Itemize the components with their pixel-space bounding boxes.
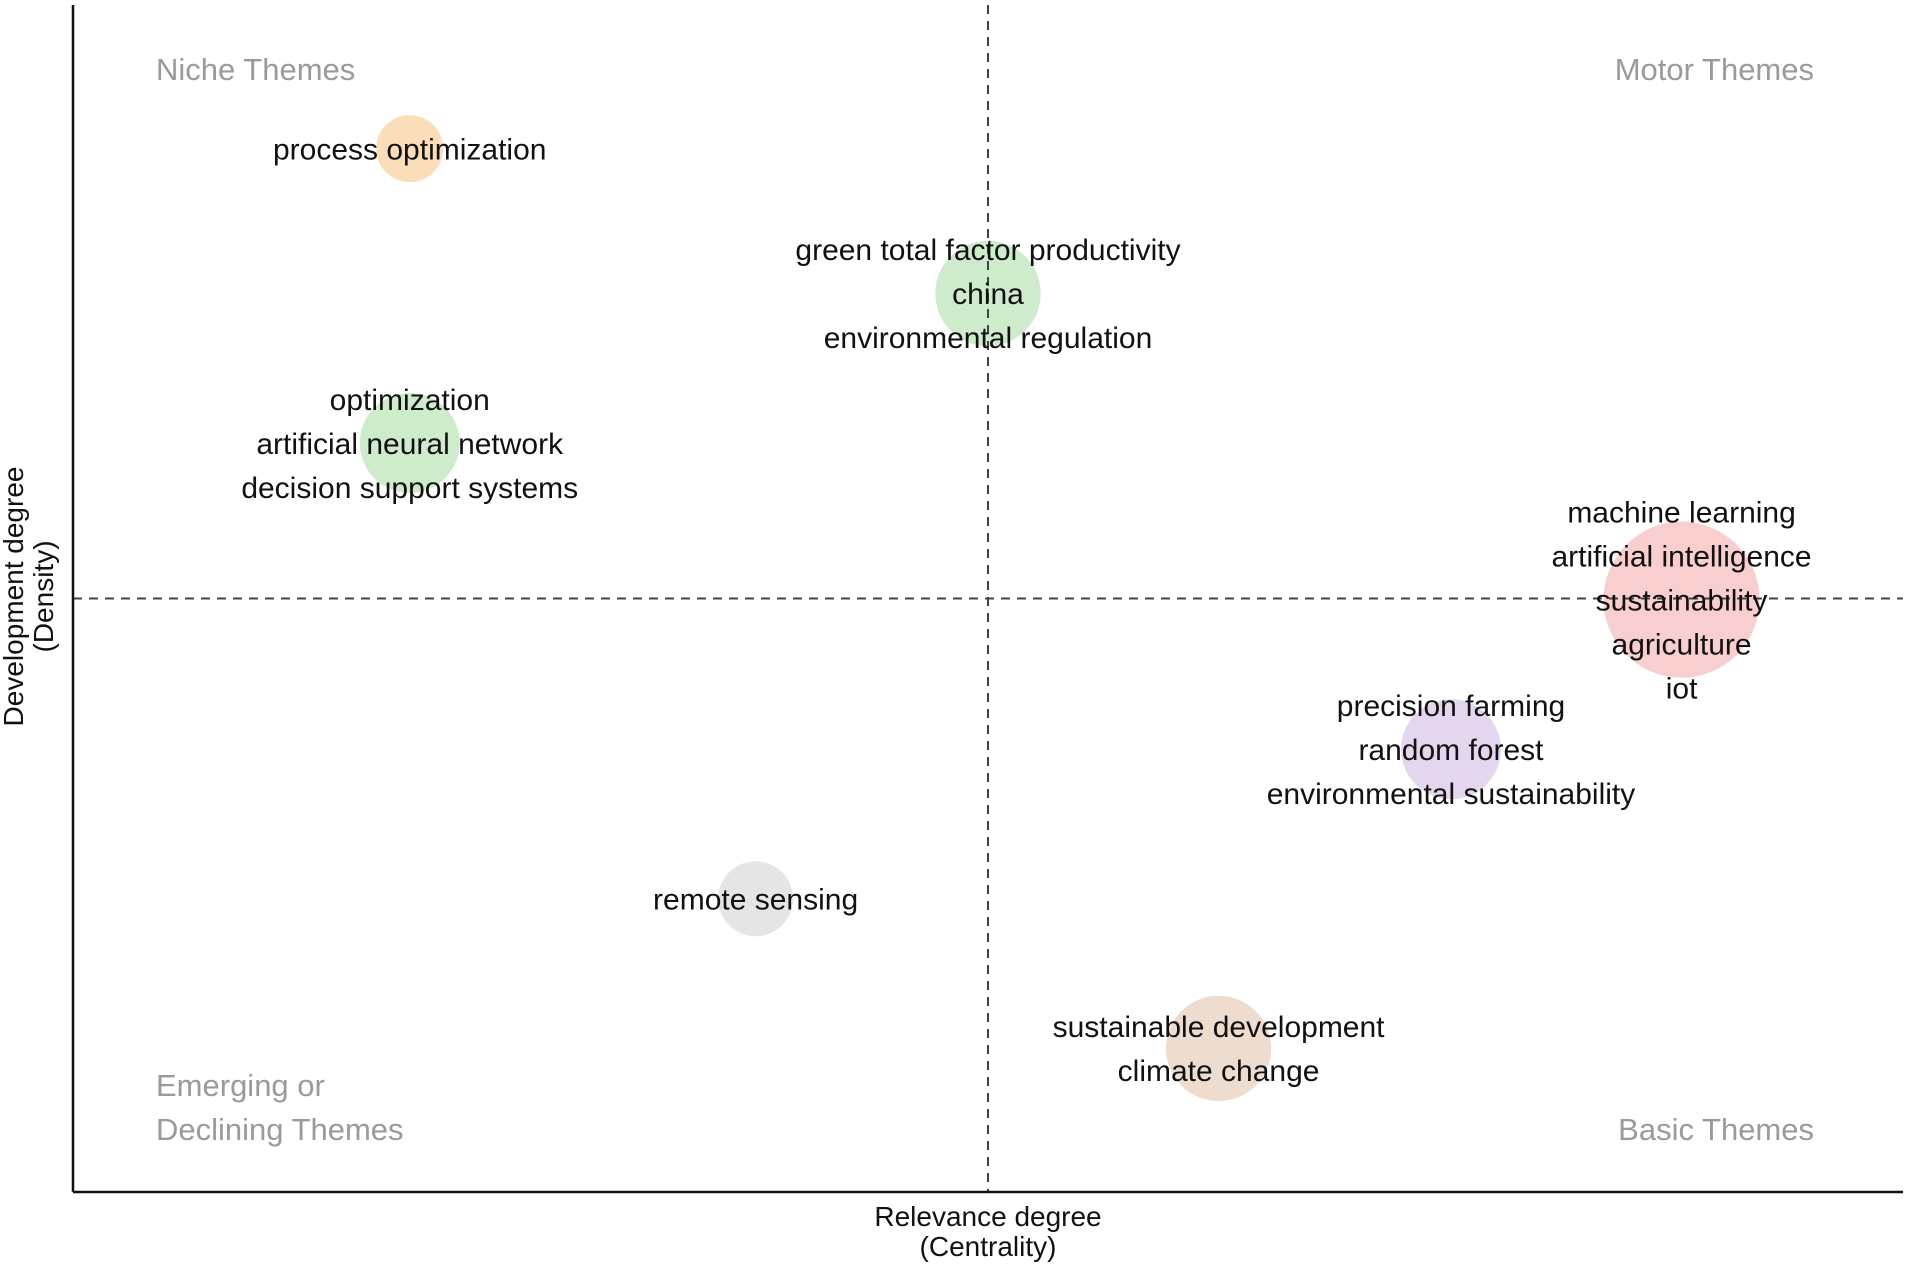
cluster-keyword-label: environmental sustainability	[1267, 778, 1636, 811]
cluster-keyword-label: artificial intelligence	[1551, 540, 1811, 573]
quadrant-label-bottom-left: Emerging or	[156, 1068, 325, 1103]
threshold-lines	[73, 5, 1903, 1192]
cluster-labels: process optimization green total factor p…	[241, 133, 1811, 1088]
quadrant-label-bottom-left: Declining Themes	[156, 1112, 404, 1147]
cluster-keyword-label: china	[952, 278, 1024, 311]
cluster-keyword-label: sustainability	[1596, 584, 1768, 617]
cluster-keyword-label: decision support systems	[241, 472, 578, 505]
cluster-bubble	[376, 115, 444, 183]
cluster-keyword-label: precision farming	[1337, 690, 1565, 723]
cluster-bubble	[1401, 699, 1501, 800]
quadrant-label-top-right: Motor Themes	[1615, 52, 1814, 87]
cluster-bubble	[1603, 521, 1760, 678]
quadrant-label-top-left: Niche Themes	[156, 52, 355, 87]
cluster-keyword-label: process optimization	[273, 133, 546, 166]
cluster-keyword-label: green total factor productivity	[795, 234, 1180, 267]
cluster-keyword-label: random forest	[1358, 734, 1544, 767]
cluster-keyword-label: machine learning	[1567, 496, 1795, 529]
cluster-bubble	[1165, 995, 1272, 1102]
cluster-keyword-label: climate change	[1118, 1055, 1320, 1088]
cluster-keyword-label: environmental regulation	[824, 322, 1153, 355]
cluster-bubbles	[359, 115, 1760, 1102]
cluster-keyword-label: remote sensing	[653, 884, 858, 917]
axes: Relevance degree(Centrality) Development …	[0, 5, 1903, 1262]
cluster-keyword-label: artificial neural network	[256, 428, 564, 461]
cluster-keyword-label: iot	[1666, 672, 1698, 705]
cluster-bubble	[359, 393, 460, 493]
x-axis-title: (Centrality)	[920, 1231, 1057, 1262]
y-axis-title: Development degree	[0, 467, 29, 727]
x-axis-title: Relevance degree	[874, 1201, 1101, 1232]
cluster-keyword-label: agriculture	[1612, 628, 1752, 661]
cluster-bubble	[718, 861, 794, 937]
y-axis-title: (Density)	[28, 540, 59, 652]
quadrant-label-bottom-right: Basic Themes	[1618, 1112, 1814, 1147]
cluster-keyword-label: sustainable development	[1053, 1011, 1386, 1044]
cluster-keyword-label: optimization	[330, 384, 490, 417]
